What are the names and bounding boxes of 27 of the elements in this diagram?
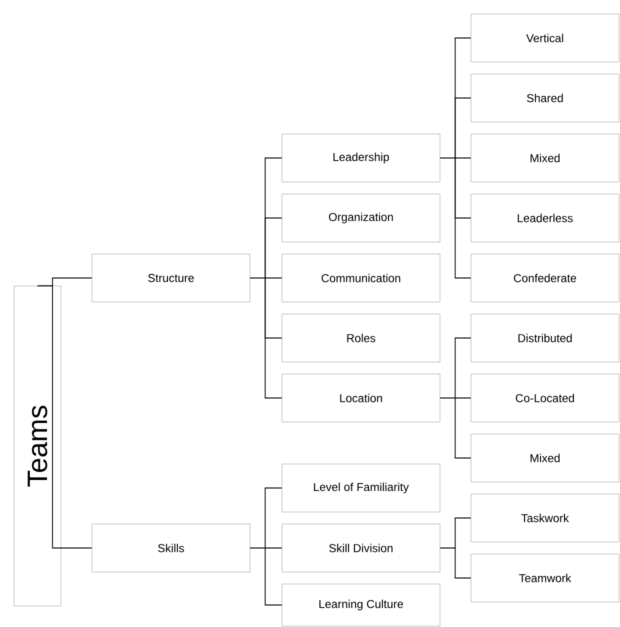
connector-line xyxy=(440,548,472,578)
category-box: Skills xyxy=(92,524,250,572)
category-box: Vertical xyxy=(470,14,620,62)
connector-line xyxy=(440,158,472,278)
category-box: Organization xyxy=(282,194,440,242)
root-box: Teams xyxy=(14,286,62,606)
category-box: Confederate xyxy=(470,254,620,302)
category-box: Leaderless xyxy=(470,194,620,242)
category-box: Skill Division xyxy=(282,524,440,572)
category-box: Taskwork xyxy=(470,494,620,542)
category-box: Communication xyxy=(282,254,440,302)
category-box: Mixed xyxy=(470,134,620,182)
category-box: Location xyxy=(282,374,440,422)
category-box: Co-Located xyxy=(470,374,620,422)
category-box: Teamwork xyxy=(470,554,620,602)
category-box: Roles xyxy=(282,314,440,362)
connector-line xyxy=(37,285,92,548)
category-box: Shared xyxy=(470,74,620,122)
category-box: Level of Familiarity xyxy=(282,464,440,512)
connector-line xyxy=(440,398,472,458)
category-box: Learning Culture xyxy=(282,584,440,626)
category-box: Distributed xyxy=(470,314,620,362)
connector-line xyxy=(250,548,282,606)
connector-line xyxy=(250,278,282,398)
category-box: Leadership xyxy=(282,134,440,182)
category-box: Structure xyxy=(92,254,250,302)
category-box: Mixed xyxy=(470,434,620,482)
